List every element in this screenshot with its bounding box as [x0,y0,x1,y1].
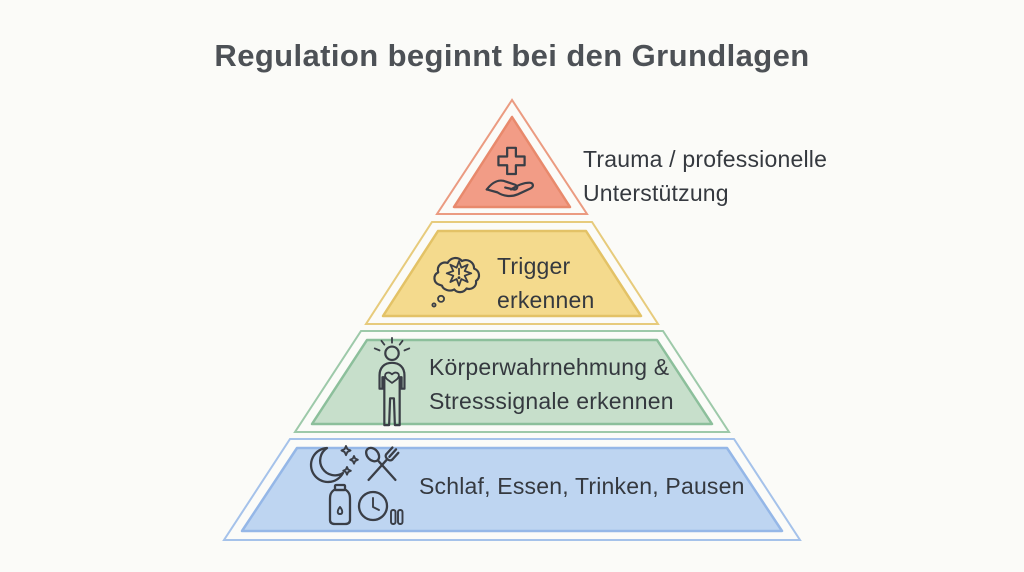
water-bottle-icon [328,483,352,526]
moon-icon [309,446,345,484]
level-1-label-line2: Unterstützung [583,180,729,206]
level-2-label-line2: erkennen [497,287,595,313]
body-heart-icon [365,336,419,428]
level-3-label-line2: Stresssignale erkennen [429,388,674,414]
sleep-food-drink-break-icons [301,441,407,529]
level-2-outline [364,221,660,325]
level-1-label: Trauma / professionelle Unterstützung [583,142,827,210]
level-4-label: Schlaf, Essen, Trinken, Pausen [419,469,745,503]
hand-holding-cross-icon [481,143,543,203]
fork-icon [367,446,400,482]
level-1-outline [435,98,589,215]
level-1-shape [452,115,572,209]
level-2-shape [381,229,643,318]
clock-pause-icon [357,490,404,525]
level-4-outline [222,438,802,541]
level-2-label-line1: Trigger [497,253,571,279]
level-1-label-line1: Trauma / professionelle [583,146,828,172]
page-title: Regulation beginnt bei den Grundlagen [214,38,810,73]
level-3-shape [310,338,714,426]
level-2-label: Trigger erkennen [497,249,595,317]
level-3-label: Körperwahrnehmung & Stresssignale erkenn… [429,350,674,418]
thought-bubble-alert-icon [425,245,493,313]
level-4-shape [240,446,784,533]
spoon-icon [365,446,397,482]
level-3-outline [293,330,731,433]
level-3-label-line1: Körperwahrnehmung & [429,354,670,380]
level-4-label-line1: Schlaf, Essen, Trinken, Pausen [419,473,745,499]
